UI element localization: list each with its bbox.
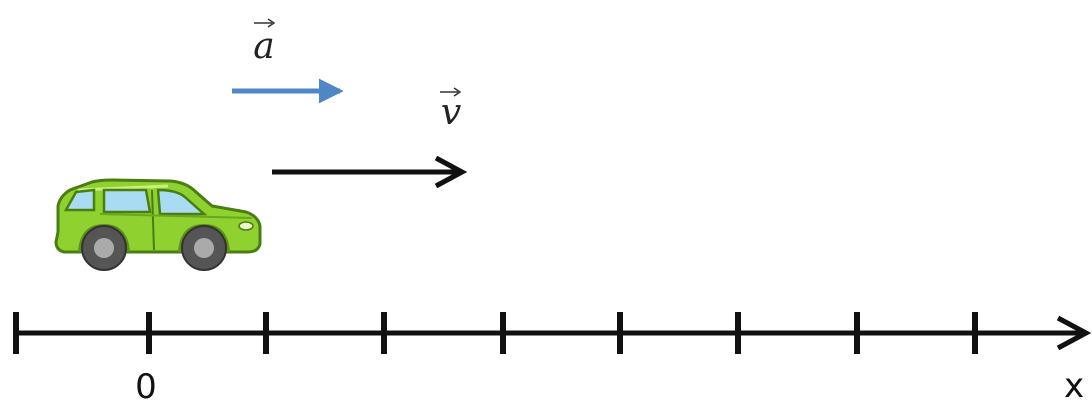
origin-label: 0: [135, 367, 157, 406]
acceleration-label-arrow: [254, 18, 276, 28]
rear-wheel: [81, 225, 127, 271]
axis-ticks: [13, 312, 978, 354]
axis-label-x: x: [1064, 366, 1084, 406]
car-icon: [54, 178, 262, 271]
acceleration-label: a: [253, 26, 274, 67]
acceleration-vector: a: [232, 18, 344, 104]
velocity-label-arrow: [440, 87, 462, 97]
front-wheel: [181, 225, 227, 271]
velocity-label: v: [441, 92, 461, 133]
x-axis: 0 x: [13, 312, 1092, 406]
velocity-vector: v: [272, 87, 468, 189]
